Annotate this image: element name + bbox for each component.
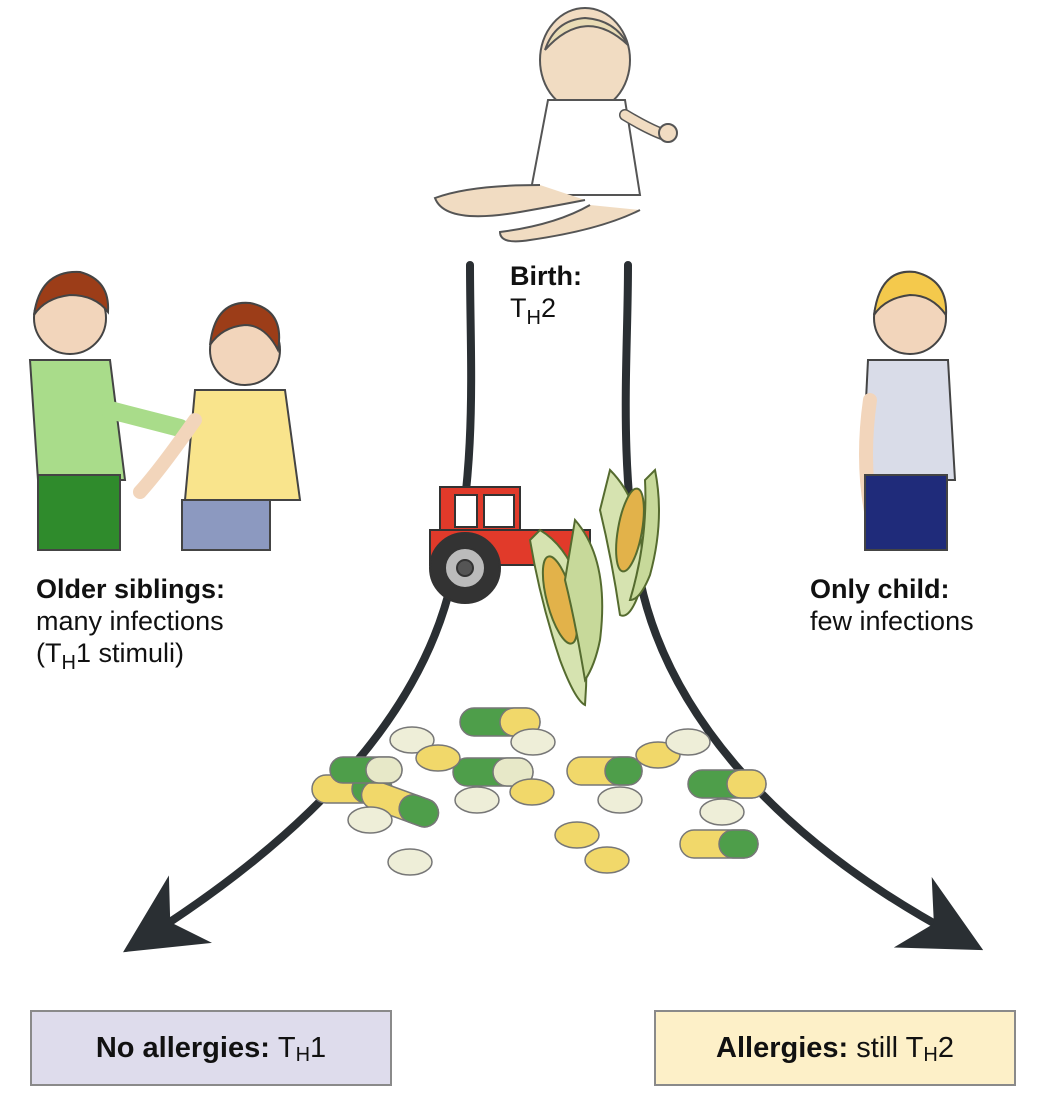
siblings-heading: Older siblings: bbox=[36, 574, 226, 604]
pill-icon bbox=[459, 707, 541, 737]
pill-icon bbox=[699, 798, 745, 826]
pill-icon bbox=[687, 769, 767, 799]
pills-group bbox=[311, 707, 767, 876]
pill-icon bbox=[389, 726, 435, 754]
baby-illustration bbox=[433, 7, 678, 243]
corn-icon bbox=[528, 467, 660, 707]
siblings-illustration bbox=[28, 270, 302, 551]
only-child-illustration bbox=[859, 270, 957, 551]
pill-icon bbox=[679, 829, 759, 859]
birth-heading: Birth: bbox=[510, 261, 582, 291]
pill-icon bbox=[387, 848, 433, 876]
pill-icon bbox=[665, 728, 711, 756]
pill-icon bbox=[454, 786, 500, 814]
pill-icon bbox=[554, 821, 600, 849]
pill-icon bbox=[415, 744, 461, 772]
pill-icon bbox=[566, 756, 643, 786]
pill-icon bbox=[360, 780, 440, 828]
tractor-icon bbox=[429, 486, 591, 604]
pill-icon bbox=[584, 846, 630, 874]
siblings-label: Older siblings: many infections (TH1 sti… bbox=[36, 574, 226, 674]
only-child-label: Only child: few infections bbox=[810, 574, 974, 636]
left-pathway-arrow bbox=[123, 261, 476, 953]
birth-label: Birth: TH2 bbox=[510, 261, 582, 329]
pill-icon bbox=[597, 786, 643, 814]
right-pathway-arrow bbox=[621, 261, 984, 951]
pill-icon bbox=[347, 806, 393, 834]
pill-icon bbox=[452, 757, 534, 787]
pill-icon bbox=[329, 756, 403, 784]
only-child-heading: Only child: bbox=[810, 574, 950, 604]
pill-icon bbox=[510, 728, 556, 756]
pill-icon bbox=[509, 778, 555, 806]
